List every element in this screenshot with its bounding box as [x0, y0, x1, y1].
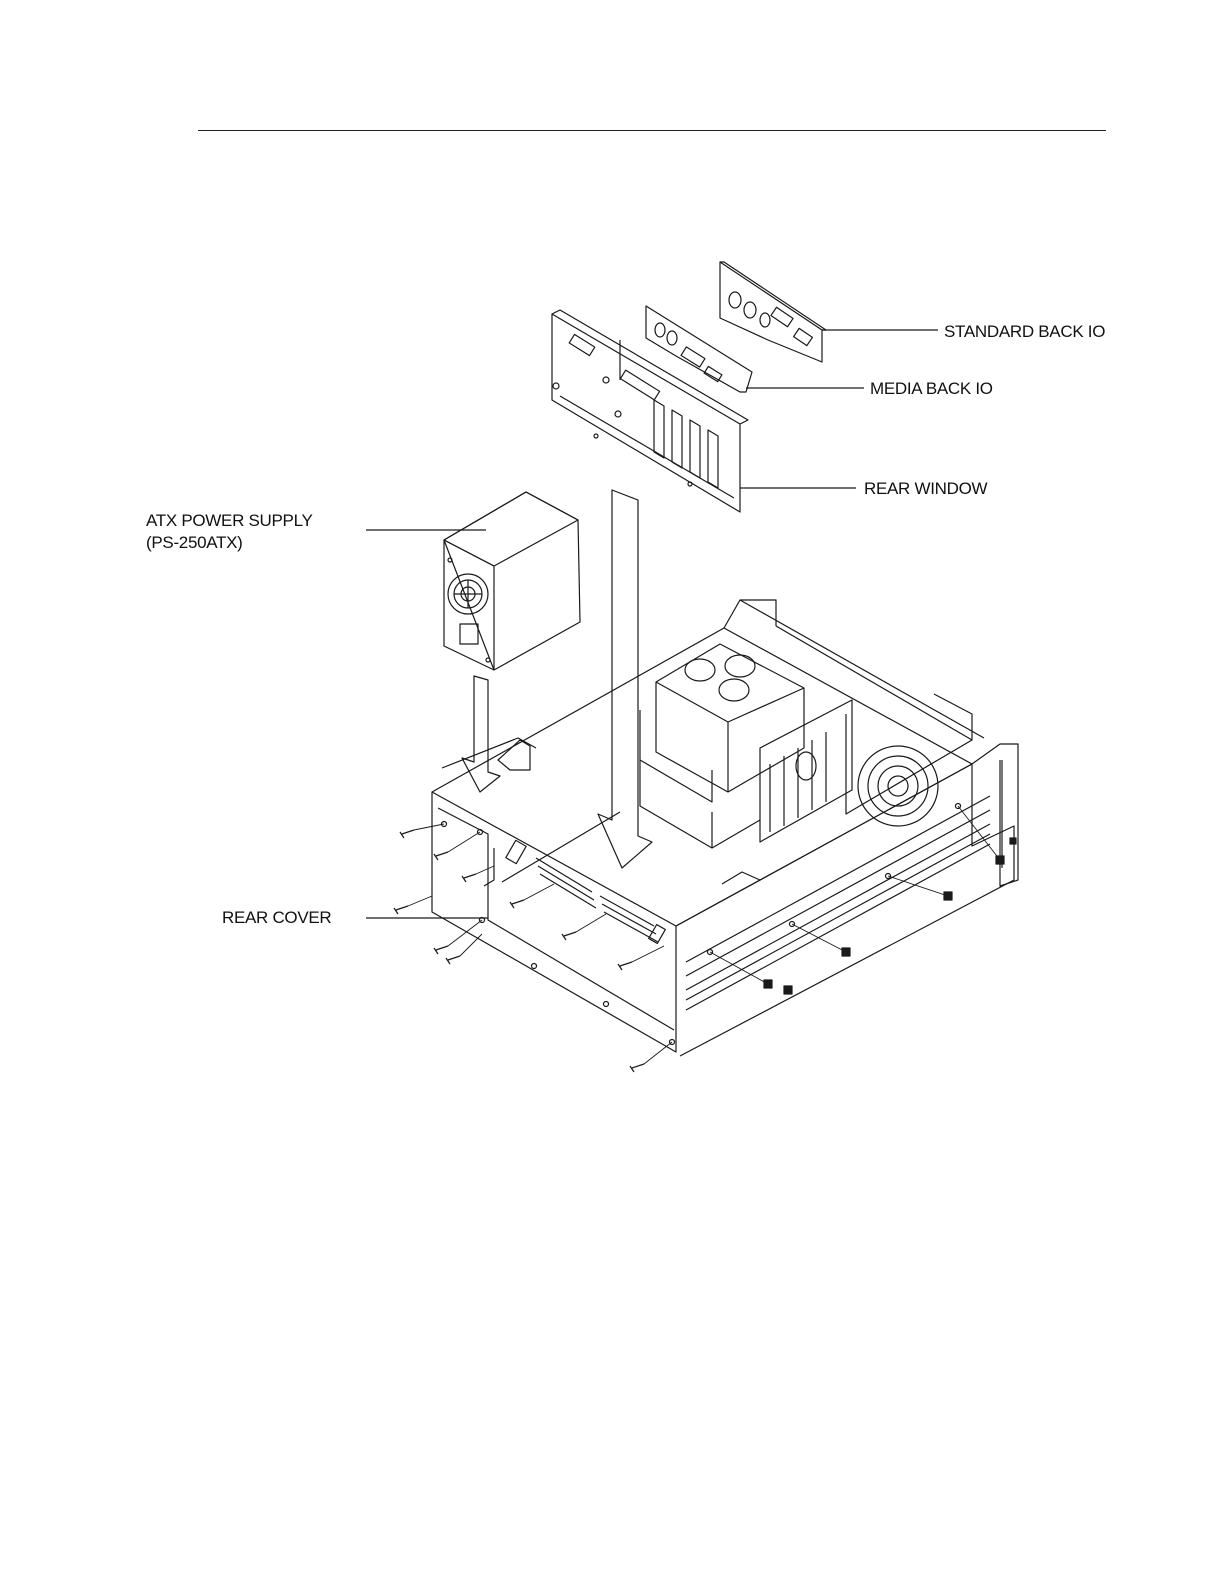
screw-guide-lines	[408, 806, 1000, 1064]
atx-power-supply-label-line2: (PS-250ATX)	[146, 532, 313, 554]
chassis-body	[432, 600, 1018, 1056]
standard-back-io-label: STANDARD BACK IO	[944, 321, 1105, 343]
atx-power-supply	[444, 492, 580, 670]
media-back-io-plate	[646, 306, 752, 392]
media-back-io-label: MEDIA BACK IO	[870, 378, 993, 400]
atx-power-supply-label-line1: ATX POWER SUPPLY	[146, 510, 313, 532]
power-supply-insertion-arrow	[462, 676, 500, 792]
standard-back-io-plate	[720, 262, 826, 362]
rear-window-label: REAR WINDOW	[864, 478, 987, 500]
rear-cover-label: REAR COVER	[222, 907, 331, 929]
atx-power-supply-label: ATX POWER SUPPLY (PS-250ATX)	[146, 510, 313, 554]
rear-window-insertion-arrow	[598, 490, 652, 868]
